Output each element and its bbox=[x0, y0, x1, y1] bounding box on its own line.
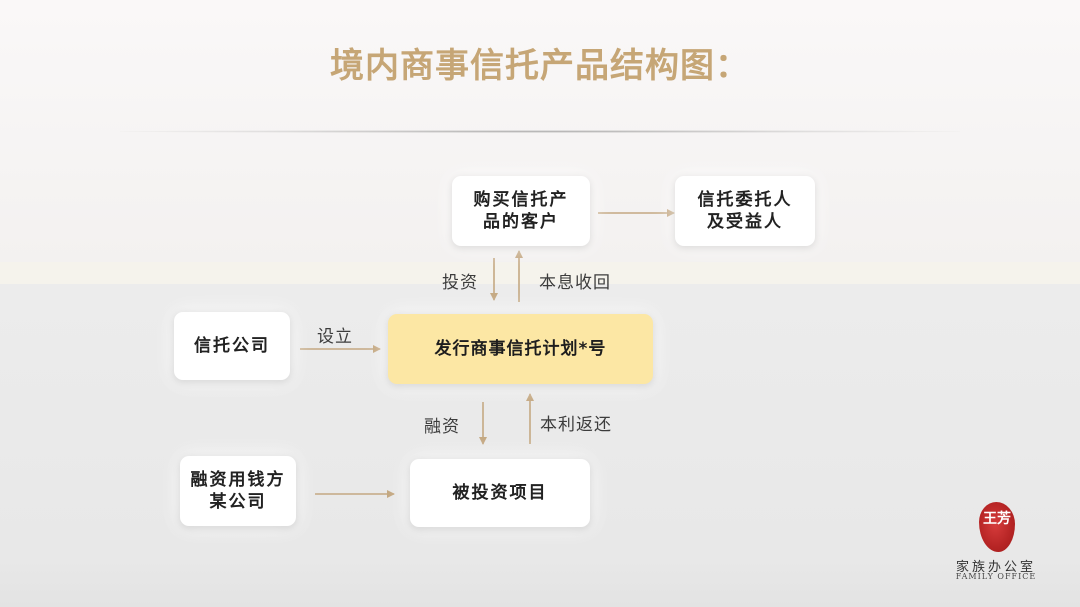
background-middle-band bbox=[0, 262, 1080, 284]
node-customer: 购买信托产 品的客户 bbox=[452, 176, 590, 246]
node-borrower-company: 融资用钱方 某公司 bbox=[180, 456, 296, 526]
label-financing: 融资 bbox=[424, 417, 460, 437]
node-settlor-beneficiary: 信托委托人 及受益人 bbox=[675, 176, 815, 246]
title-divider bbox=[120, 130, 960, 133]
node-trust-company: 信托公司 bbox=[174, 312, 290, 380]
node-trust-plan: 发行商事信托计划*号 bbox=[388, 314, 653, 384]
logo-name-en: FAMILY OFFICE bbox=[955, 572, 1037, 581]
label-establish: 设立 bbox=[317, 327, 353, 347]
logo-name-cn: 家族办公室 bbox=[955, 560, 1036, 575]
seal-text: 王芳 bbox=[983, 511, 1011, 527]
page-title: 境内商事信托产品结构图： bbox=[330, 46, 750, 86]
red-seal: 王芳 bbox=[979, 502, 1015, 552]
label-principal-interest-return: 本息收回 bbox=[539, 273, 611, 293]
node-invested-project: 被投资项目 bbox=[410, 459, 590, 527]
family-office-logo: 王芳 家族办公室 FAMILY OFFICE bbox=[936, 498, 1056, 588]
label-principal-profit-return: 本利返还 bbox=[540, 415, 612, 435]
label-invest: 投资 bbox=[442, 273, 478, 293]
